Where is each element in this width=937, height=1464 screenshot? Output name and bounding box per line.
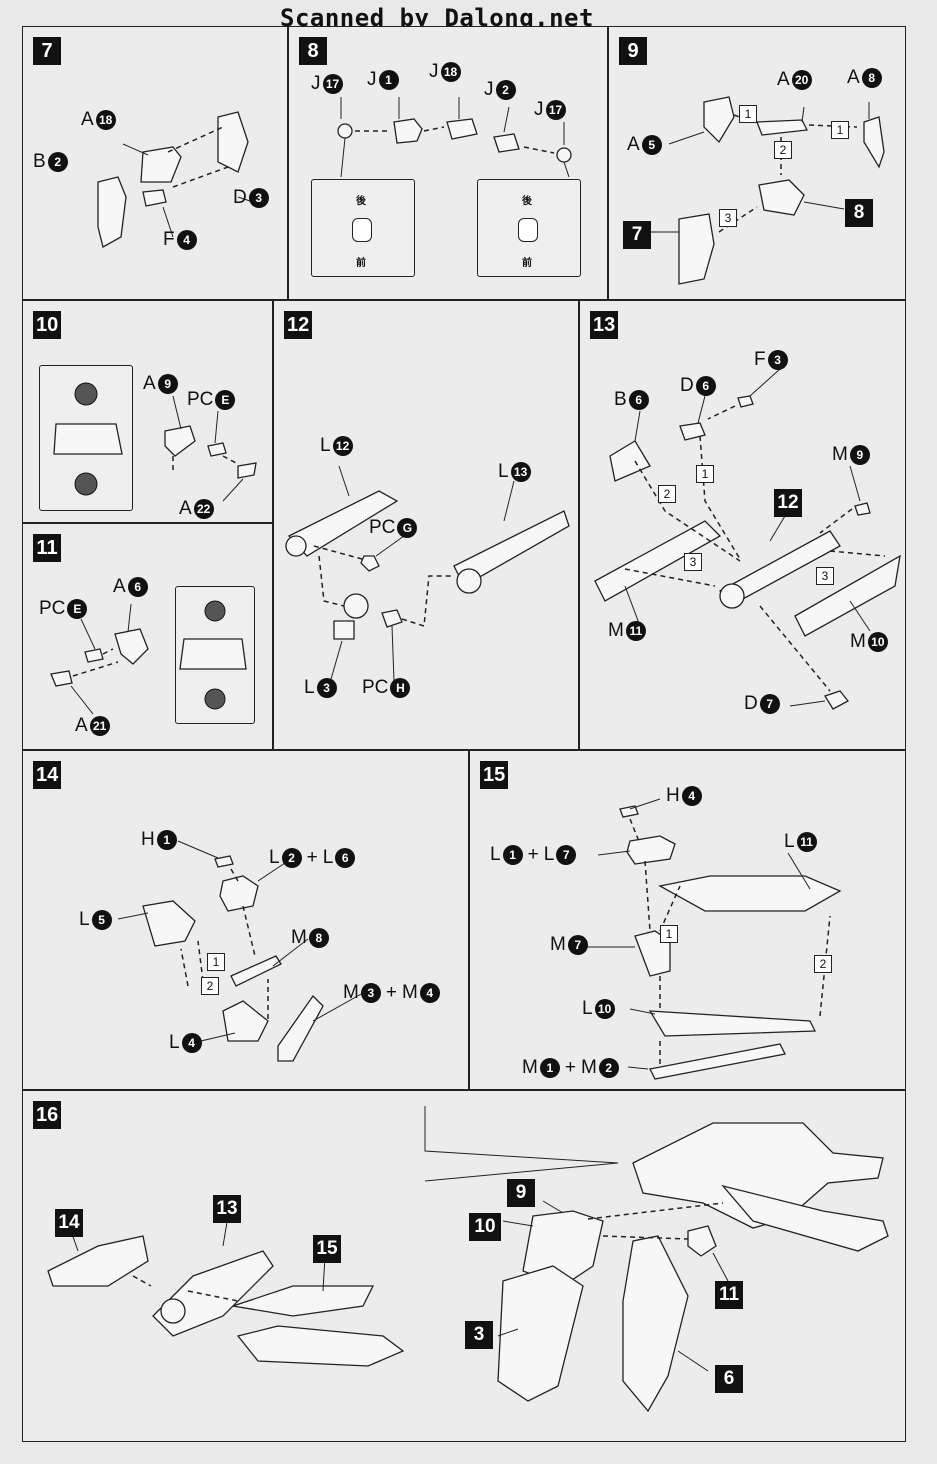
ref-block-14: 14 bbox=[55, 1209, 83, 1237]
step-8-diagram bbox=[337, 97, 572, 178]
substep-2: 2 bbox=[774, 141, 792, 159]
ref-block-12: 12 bbox=[774, 489, 802, 517]
substep-2: 2 bbox=[658, 485, 676, 503]
step-10-diagram bbox=[164, 395, 257, 502]
ref-block-3: 3 bbox=[465, 1321, 493, 1349]
ref-block-6: 6 bbox=[715, 1365, 743, 1393]
step-7-diagram bbox=[97, 111, 254, 248]
substep-1: 1 bbox=[660, 925, 678, 943]
substep-2: 2 bbox=[201, 977, 219, 995]
step-number: 10 bbox=[33, 311, 62, 339]
step-number: 11 bbox=[33, 534, 61, 562]
step-16-diagram bbox=[47, 1106, 889, 1413]
substep-1: 1 bbox=[207, 953, 225, 971]
substep-1b: 1 bbox=[831, 121, 849, 139]
ref-block-11: 11 bbox=[715, 1281, 743, 1309]
ref-block-9: 9 bbox=[507, 1179, 535, 1207]
panel-step-16: 16 14 13 15 9 10 11 3 6 bbox=[22, 1090, 906, 1442]
detail-inset bbox=[175, 586, 255, 724]
ref-block-15: 15 bbox=[313, 1235, 341, 1263]
step-number: 9 bbox=[619, 37, 647, 65]
substep-3: 3 bbox=[719, 209, 737, 227]
step-number: 12 bbox=[284, 311, 313, 339]
step-15-diagram bbox=[578, 798, 842, 1080]
ref-block-10: 10 bbox=[469, 1213, 501, 1241]
step-9-diagram bbox=[644, 96, 885, 285]
substep-3: 3 bbox=[684, 553, 702, 571]
orientation-box-right: 後 前 bbox=[477, 179, 581, 277]
step-number: 15 bbox=[480, 761, 509, 789]
step-number: 16 bbox=[33, 1101, 62, 1129]
ref-block-13: 13 bbox=[213, 1195, 241, 1223]
step-13-diagram bbox=[594, 368, 901, 710]
step-11-diagram bbox=[50, 603, 149, 715]
detail-inset bbox=[39, 365, 133, 511]
substep-3b: 3 bbox=[816, 567, 834, 585]
ref-block-7: 7 bbox=[623, 221, 651, 249]
step-number: 13 bbox=[590, 311, 619, 339]
step-number: 8 bbox=[299, 37, 327, 65]
step-12-diagram bbox=[285, 465, 570, 687]
ref-block-8: 8 bbox=[845, 199, 873, 227]
substep-2: 2 bbox=[814, 955, 832, 973]
substep-1: 1 bbox=[739, 105, 757, 123]
step-number: 14 bbox=[33, 761, 62, 789]
step-14-diagram bbox=[117, 840, 364, 1062]
orientation-box-left: 後 前 bbox=[311, 179, 415, 277]
substep-1: 1 bbox=[696, 465, 714, 483]
step-number: 7 bbox=[33, 37, 61, 65]
